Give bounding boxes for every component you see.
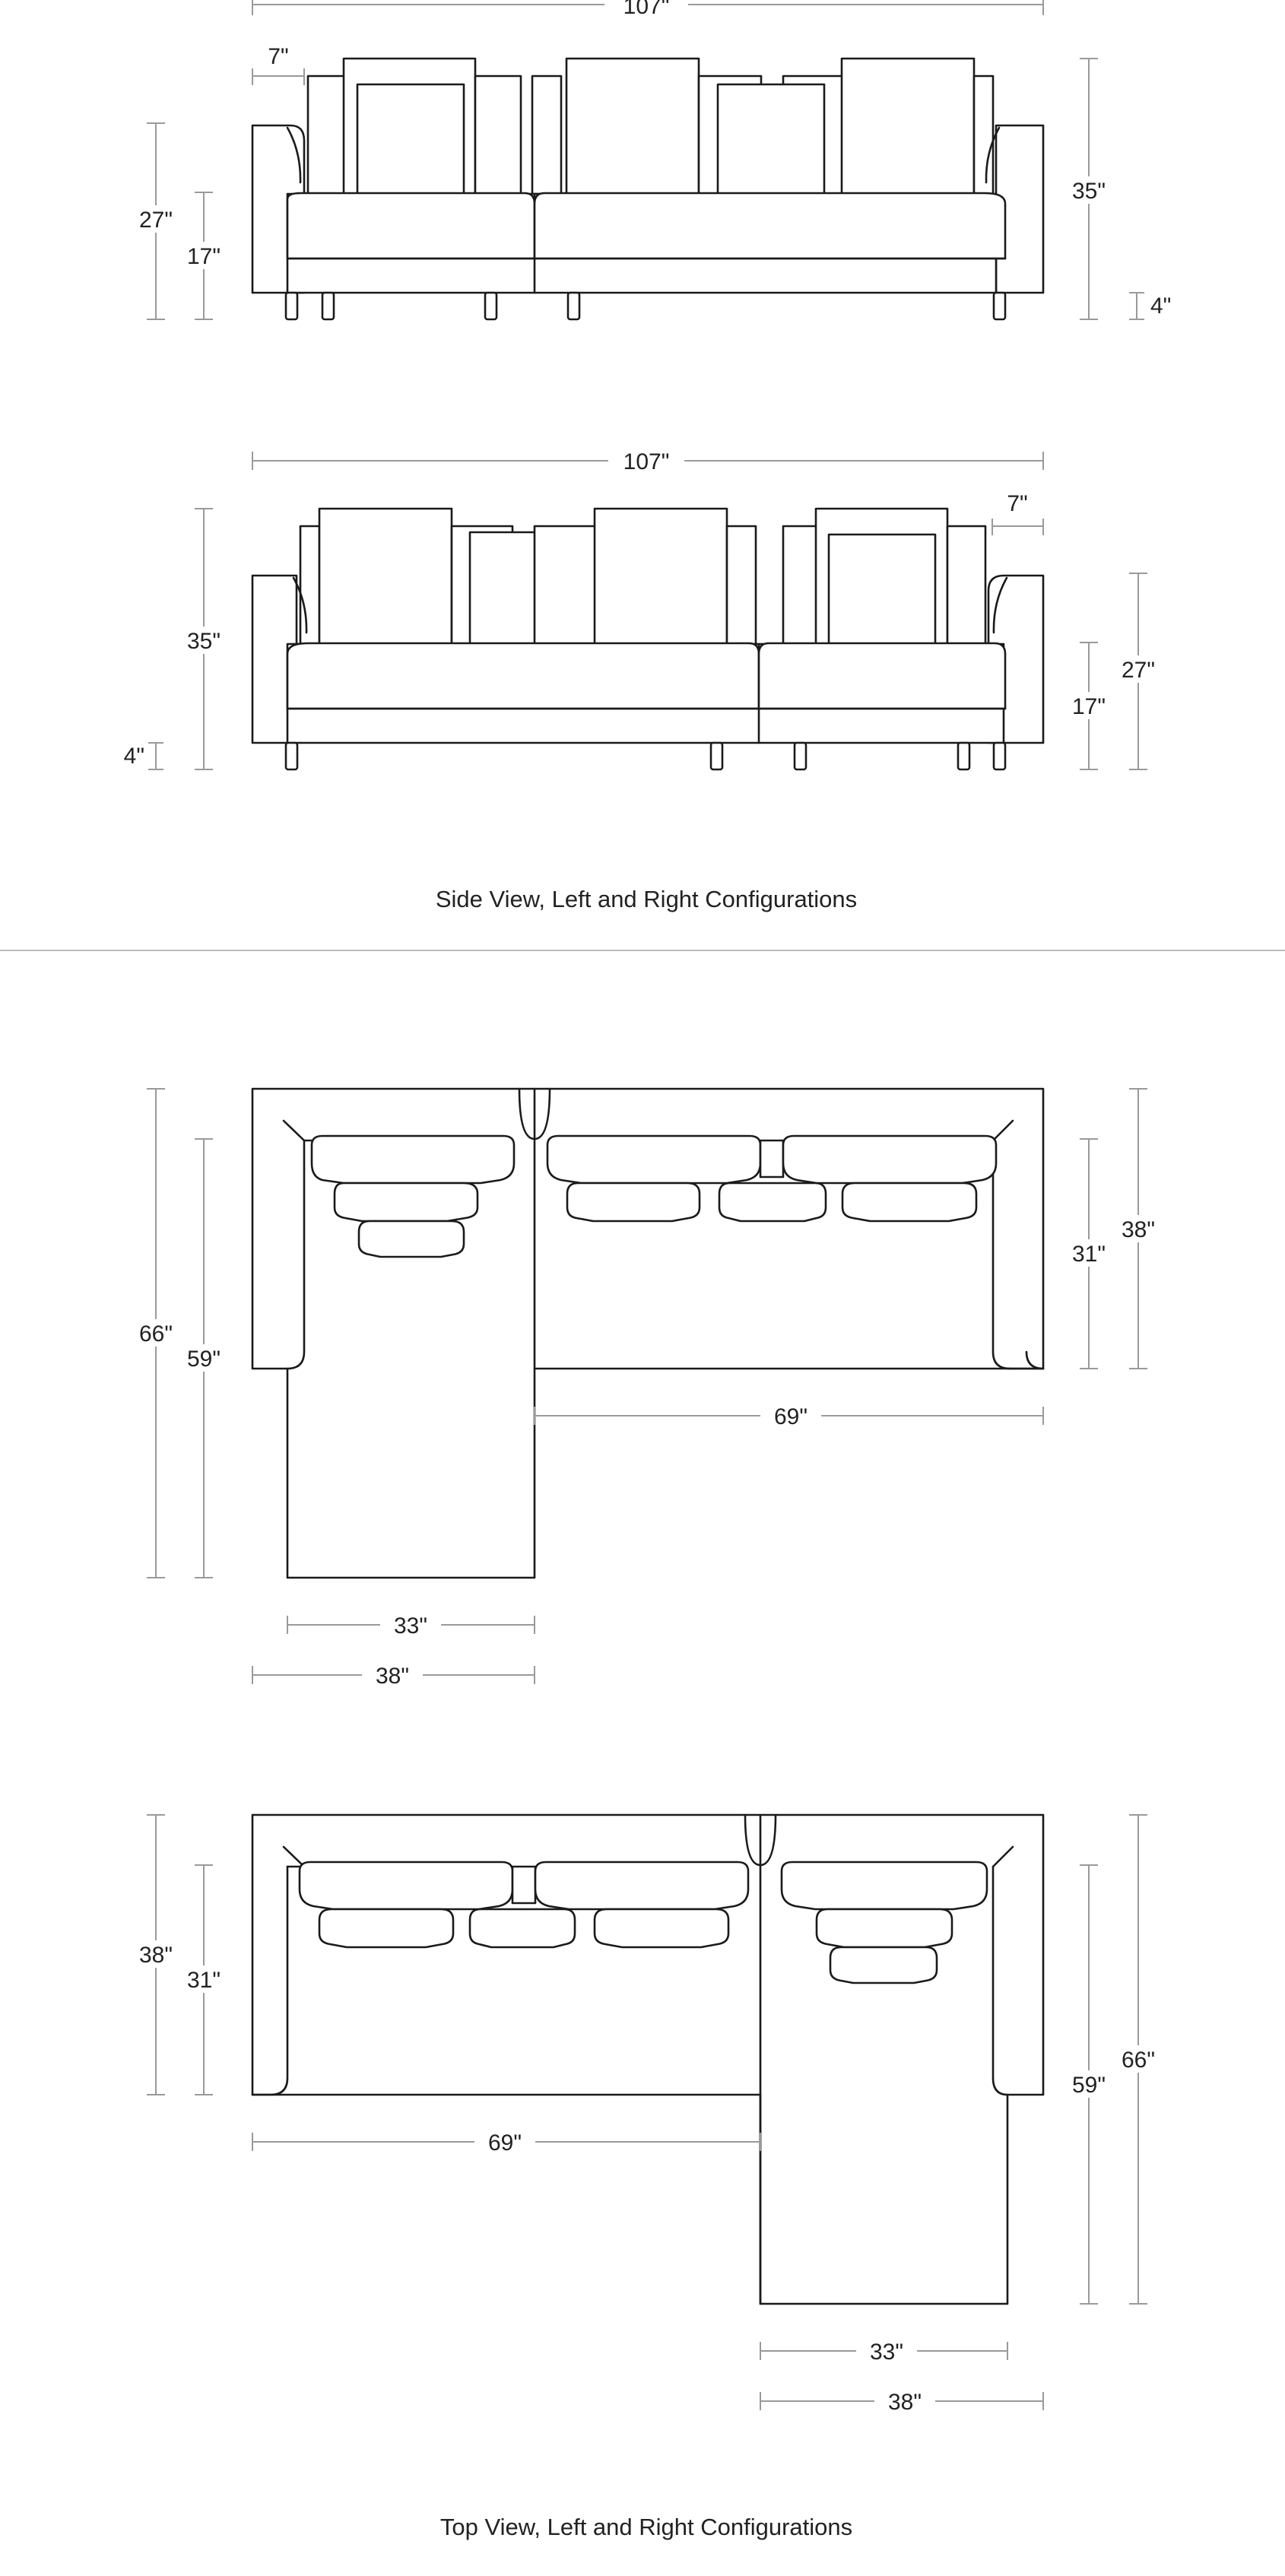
chaise-seat-width-label: 33" (394, 1613, 427, 1639)
seat-height-label: 17" (1072, 694, 1106, 719)
chaise-inner-depth-label: 59" (187, 1347, 221, 1372)
chaise-inner-depth-label: 59" (1072, 2073, 1106, 2098)
arm-width-label: 7" (1007, 491, 1027, 516)
arm-height-label: 27" (139, 208, 173, 233)
sofa-depth-label: 38" (1122, 1217, 1155, 1242)
seat-depth-label: 31" (1072, 1242, 1106, 1267)
side-view-caption: Side View, Left and Right Configurations (436, 886, 857, 912)
chaise-depth-label: 66" (139, 1321, 173, 1347)
chaise-width-label: 38" (376, 1664, 409, 1689)
top-view-left: 66" 59" 31" 38" 69" 33" 38" (133, 1087, 1161, 1689)
chaise-depth-label: 66" (1122, 2048, 1155, 2073)
chaise-width-label: 38" (888, 2390, 922, 2415)
sofa-depth-label: 38" (139, 1943, 173, 1968)
side-view-left: 107" 7" 27" 17" 35" 4" (133, 0, 1171, 321)
overall-width-label: 107" (623, 449, 670, 474)
overall-width-label: 107" (623, 0, 670, 19)
top-view-caption: Top View, Left and Right Configurations (440, 2514, 852, 2540)
seat-height-label: 17" (187, 244, 221, 269)
side-view-right: 107" 7" 35" 4" 17" 27" (124, 447, 1161, 771)
arm-height-label: 27" (1122, 658, 1155, 683)
overall-height-label: 35" (187, 629, 221, 654)
sofa-length-label: 69" (774, 1404, 807, 1429)
leg-height-label: 4" (1150, 293, 1171, 319)
leg-height-label: 4" (124, 744, 144, 769)
seat-depth-label: 31" (187, 1968, 221, 1993)
top-view-right: 38" 31" 69" 59" 66" 33" 38" (133, 1813, 1161, 2415)
arm-width-label: 7" (268, 44, 288, 69)
overall-height-label: 35" (1072, 179, 1106, 204)
sofa-length-label: 69" (488, 2130, 522, 2156)
chaise-seat-width-label: 33" (870, 2340, 903, 2365)
